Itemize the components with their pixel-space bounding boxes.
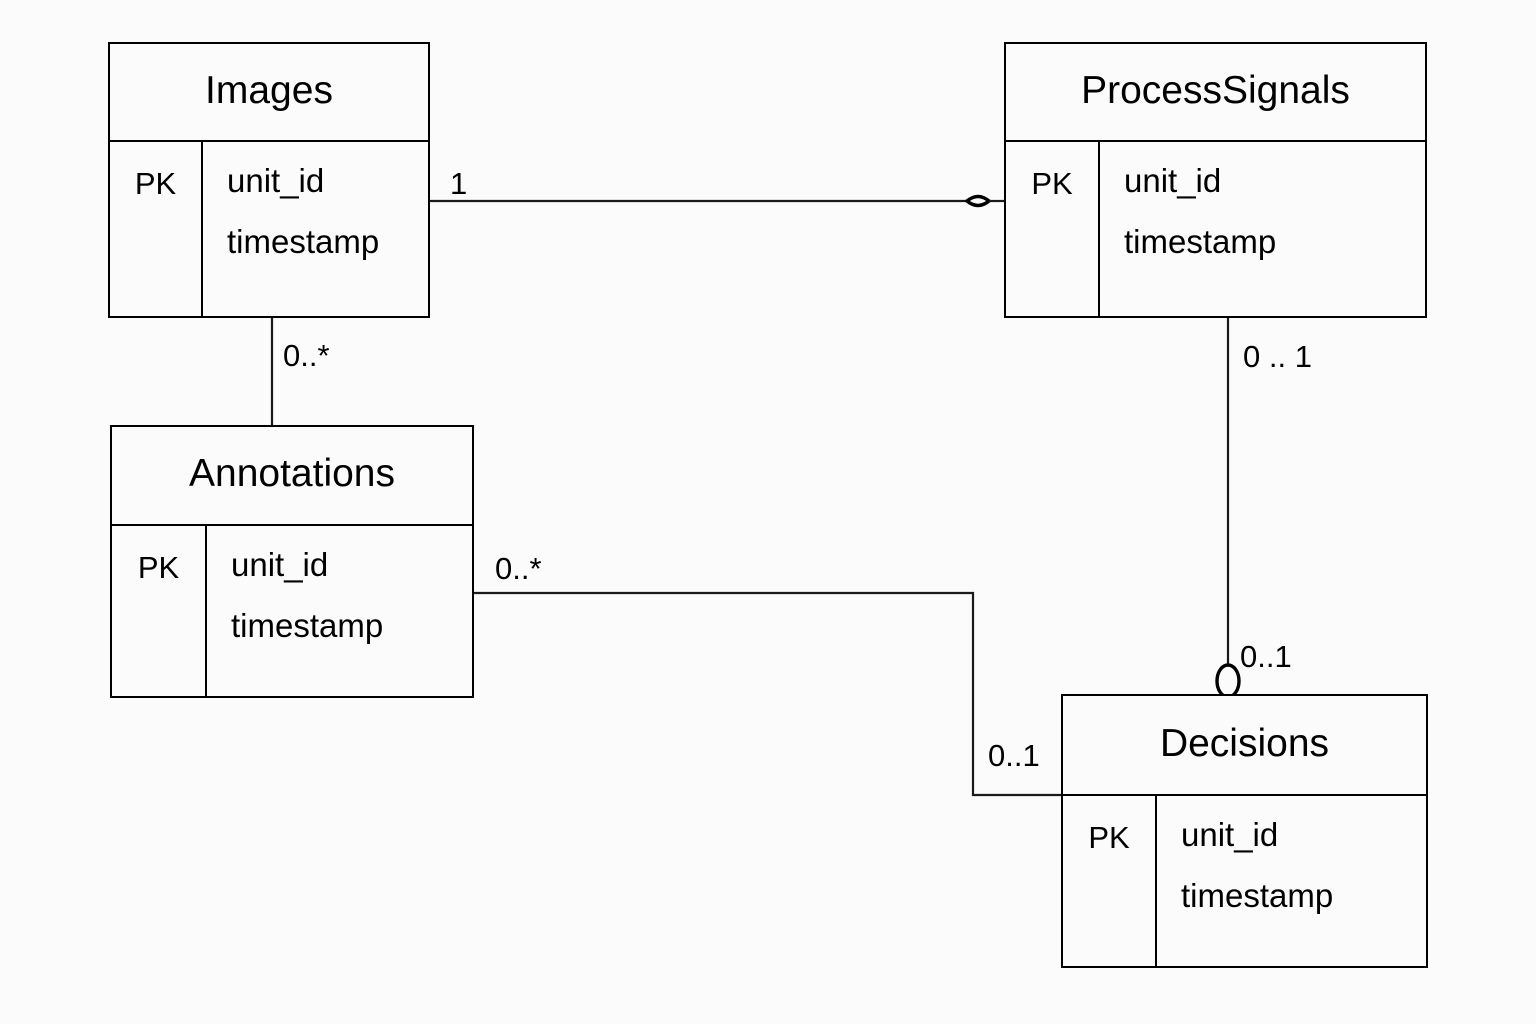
zero-lens-marker-processsignals <box>964 194 992 208</box>
entity-images-body: PK unit_id timestamp <box>110 142 428 316</box>
entity-annotations-pk-label: PK <box>112 526 207 696</box>
entity-decisions-attributes: unit_id timestamp <box>1157 796 1426 966</box>
entity-processsignals-attribute-unit-id: unit_id <box>1124 162 1222 199</box>
cardinality-images-processsignals-source: 1 <box>450 166 468 201</box>
entity-decisions-title: Decisions <box>1063 696 1426 796</box>
cardinality-images-annotations-source: 0..* <box>283 338 330 373</box>
cardinality-processsignals-decisions-target: 0..1 <box>1240 639 1292 674</box>
entity-processsignals-attributes: unit_id timestamp <box>1100 142 1425 316</box>
entity-decisions-body: PK unit_id timestamp <box>1063 796 1426 966</box>
entity-images-title: Images <box>110 44 428 142</box>
entity-decisions-pk-label: PK <box>1063 796 1157 966</box>
entity-annotations-attribute-unit-id: unit_id <box>231 546 329 583</box>
entity-annotations-body: PK unit_id timestamp <box>112 526 472 696</box>
connector-annotations-decisions <box>474 591 1061 797</box>
entity-annotations-attributes: unit_id timestamp <box>207 526 472 696</box>
entity-processsignals-attribute-timestamp: timestamp <box>1124 223 1277 260</box>
entity-processsignals-title: ProcessSignals <box>1006 44 1425 142</box>
entity-images-attribute-unit-id: unit_id <box>227 162 325 199</box>
entity-processsignals-pk-label: PK <box>1006 142 1100 316</box>
entity-processsignals[interactable]: ProcessSignals PK unit_id timestamp <box>1004 42 1427 318</box>
zero-ellipse-marker-decisions <box>1215 663 1241 699</box>
entity-images-attribute-timestamp: timestamp <box>227 223 380 260</box>
entity-decisions-attribute-unit-id: unit_id <box>1181 816 1279 853</box>
cardinality-annotations-decisions-target: 0..1 <box>988 738 1040 773</box>
cardinality-annotations-decisions-source: 0..* <box>495 551 542 586</box>
entity-annotations-title: Annotations <box>112 427 472 526</box>
entity-annotations-attribute-timestamp: timestamp <box>231 607 384 644</box>
entity-images-pk-label: PK <box>110 142 203 316</box>
entity-images[interactable]: Images PK unit_id timestamp <box>108 42 430 318</box>
cardinality-processsignals-decisions-source: 0 .. 1 <box>1243 339 1312 374</box>
entity-decisions-attribute-timestamp: timestamp <box>1181 877 1334 914</box>
entity-annotations[interactable]: Annotations PK unit_id timestamp <box>110 425 474 698</box>
entity-images-attributes: unit_id timestamp <box>203 142 428 316</box>
entity-processsignals-body: PK unit_id timestamp <box>1006 142 1425 316</box>
entity-decisions[interactable]: Decisions PK unit_id timestamp <box>1061 694 1428 968</box>
